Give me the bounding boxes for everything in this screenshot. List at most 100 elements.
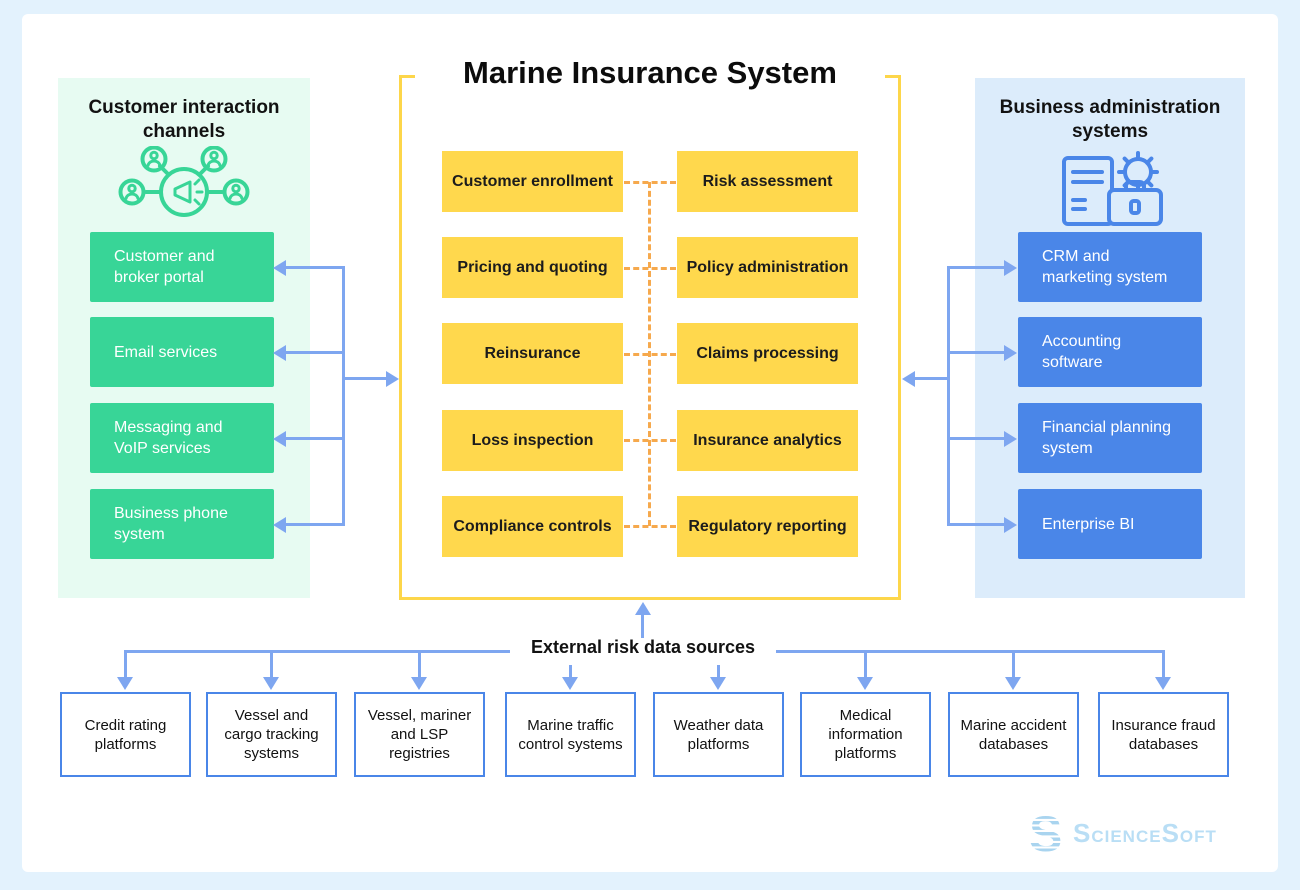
channel-label: Email services bbox=[114, 343, 218, 361]
source-label: Marine accident databases bbox=[960, 716, 1067, 753]
module-label: Customer enrollment bbox=[452, 172, 613, 190]
connector-line bbox=[286, 266, 344, 269]
source-box-credit-rating: Credit rating platforms bbox=[60, 692, 191, 777]
connector-line bbox=[950, 437, 1005, 440]
channel-box-phone: Business phone system bbox=[90, 489, 274, 559]
business-admin-icon bbox=[1062, 151, 1163, 226]
source-label: Credit rating platforms bbox=[84, 716, 167, 753]
source-box-weather: Weather data platforms bbox=[653, 692, 784, 777]
arrow-right-icon bbox=[386, 370, 399, 387]
admin-box-enterprise-bi: Enterprise BI bbox=[1018, 489, 1202, 559]
connector-line bbox=[1162, 650, 1165, 678]
arrow-right-icon bbox=[1004, 516, 1017, 533]
connector-line bbox=[776, 650, 1165, 653]
external-sources-label: External risk data sources bbox=[530, 637, 756, 657]
connector-line bbox=[864, 650, 867, 678]
connector-line bbox=[950, 523, 1005, 526]
arrow-right-icon bbox=[1004, 259, 1017, 276]
module-label: Policy administration bbox=[686, 258, 849, 276]
module-insurance-analytics: Insurance analytics bbox=[677, 410, 858, 471]
module-label: Pricing and quoting bbox=[457, 258, 608, 276]
admin-box-crm: CRM and marketing system bbox=[1018, 232, 1202, 302]
business-admin-title: Business administration systems bbox=[999, 97, 1221, 142]
admin-box-financial-planning: Financial planning system bbox=[1018, 403, 1202, 473]
arrow-left-icon bbox=[273, 344, 286, 361]
module-pricing-quoting: Pricing and quoting bbox=[442, 237, 623, 298]
module-label: Regulatory reporting bbox=[688, 517, 847, 535]
arrow-left-icon bbox=[273, 259, 286, 276]
connector-line bbox=[286, 523, 344, 526]
module-label: Loss inspection bbox=[471, 431, 594, 449]
arrow-down-icon bbox=[562, 677, 578, 690]
channel-label: Messaging and VoIP services bbox=[114, 419, 223, 457]
admin-label: Accounting software bbox=[1042, 333, 1122, 371]
channel-box-email: Email services bbox=[90, 317, 274, 387]
source-box-registries: Vessel, mariner and LSP registries bbox=[354, 692, 485, 777]
page-title: Marine Insurance System bbox=[415, 52, 885, 94]
channel-box-messaging: Messaging and VoIP services bbox=[90, 403, 274, 473]
admin-box-accounting: Accounting software bbox=[1018, 317, 1202, 387]
module-dotted-link bbox=[624, 181, 676, 184]
module-loss-inspection: Loss inspection bbox=[442, 410, 623, 471]
admin-label: Financial planning system bbox=[1042, 419, 1171, 457]
source-label: Vessel and cargo tracking systems bbox=[224, 707, 319, 762]
connector-line bbox=[342, 266, 345, 526]
arrow-down-icon bbox=[710, 677, 726, 690]
channel-label: Business phone system bbox=[114, 505, 228, 543]
arrow-down-icon bbox=[857, 677, 873, 690]
module-dotted-link bbox=[624, 353, 676, 356]
channel-box-portal: Customer and broker portal bbox=[90, 232, 274, 302]
connector-line bbox=[915, 377, 950, 380]
module-label: Claims processing bbox=[696, 344, 839, 362]
arrow-up-icon bbox=[635, 602, 651, 615]
arrow-right-icon bbox=[1004, 344, 1017, 361]
channel-label: Customer and broker portal bbox=[114, 248, 215, 286]
arrow-left-icon bbox=[273, 430, 286, 447]
connector-line bbox=[270, 650, 273, 678]
connector-line bbox=[947, 266, 950, 526]
logo-letters: CIENCE bbox=[1091, 826, 1162, 846]
source-label: Weather data platforms bbox=[673, 716, 764, 753]
source-box-vessel-cargo-tracking: Vessel and cargo tracking systems bbox=[206, 692, 337, 777]
source-label: Marine traffic control systems bbox=[518, 716, 623, 753]
module-customer-enrollment: Customer enrollment bbox=[442, 151, 623, 212]
module-regulatory-reporting: Regulatory reporting bbox=[677, 496, 858, 557]
source-box-marine-traffic: Marine traffic control systems bbox=[505, 692, 636, 777]
connector-line bbox=[569, 665, 572, 678]
module-risk-assessment: Risk assessment bbox=[677, 151, 858, 212]
arrow-right-icon bbox=[1004, 430, 1017, 447]
admin-label: CRM and marketing system bbox=[1042, 248, 1168, 286]
connector-line bbox=[344, 377, 387, 380]
source-label: Medical information platforms bbox=[828, 707, 903, 762]
connector-line bbox=[418, 650, 421, 678]
module-policy-administration: Policy administration bbox=[677, 237, 858, 298]
source-box-marine-accident: Marine accident databases bbox=[948, 692, 1079, 777]
module-label: Risk assessment bbox=[702, 172, 833, 190]
source-label: Insurance fraud databases bbox=[1111, 716, 1216, 753]
connector-line bbox=[286, 437, 344, 440]
module-reinsurance: Reinsurance bbox=[442, 323, 623, 384]
source-box-medical: Medical information platforms bbox=[800, 692, 931, 777]
module-label: Reinsurance bbox=[484, 344, 581, 362]
logo-letters: OFT bbox=[1179, 826, 1217, 846]
connector-line bbox=[641, 614, 644, 638]
connector-line bbox=[124, 650, 510, 653]
module-dotted-link bbox=[624, 267, 676, 270]
connector-line bbox=[950, 351, 1005, 354]
arrow-down-icon bbox=[411, 677, 427, 690]
connector-line bbox=[286, 351, 344, 354]
logo-letter: S bbox=[1161, 817, 1180, 848]
source-label: Vessel, mariner and LSP registries bbox=[367, 707, 472, 762]
module-compliance-controls: Compliance controls bbox=[442, 496, 623, 557]
arrow-down-icon bbox=[1005, 677, 1021, 690]
module-dotted-link bbox=[624, 525, 676, 528]
module-claims-processing: Claims processing bbox=[677, 323, 858, 384]
logo-letter: S bbox=[1073, 817, 1092, 848]
arrow-down-icon bbox=[1155, 677, 1171, 690]
source-box-insurance-fraud: Insurance fraud databases bbox=[1098, 692, 1229, 777]
admin-label: Enterprise BI bbox=[1042, 515, 1135, 533]
connector-line bbox=[717, 665, 720, 678]
